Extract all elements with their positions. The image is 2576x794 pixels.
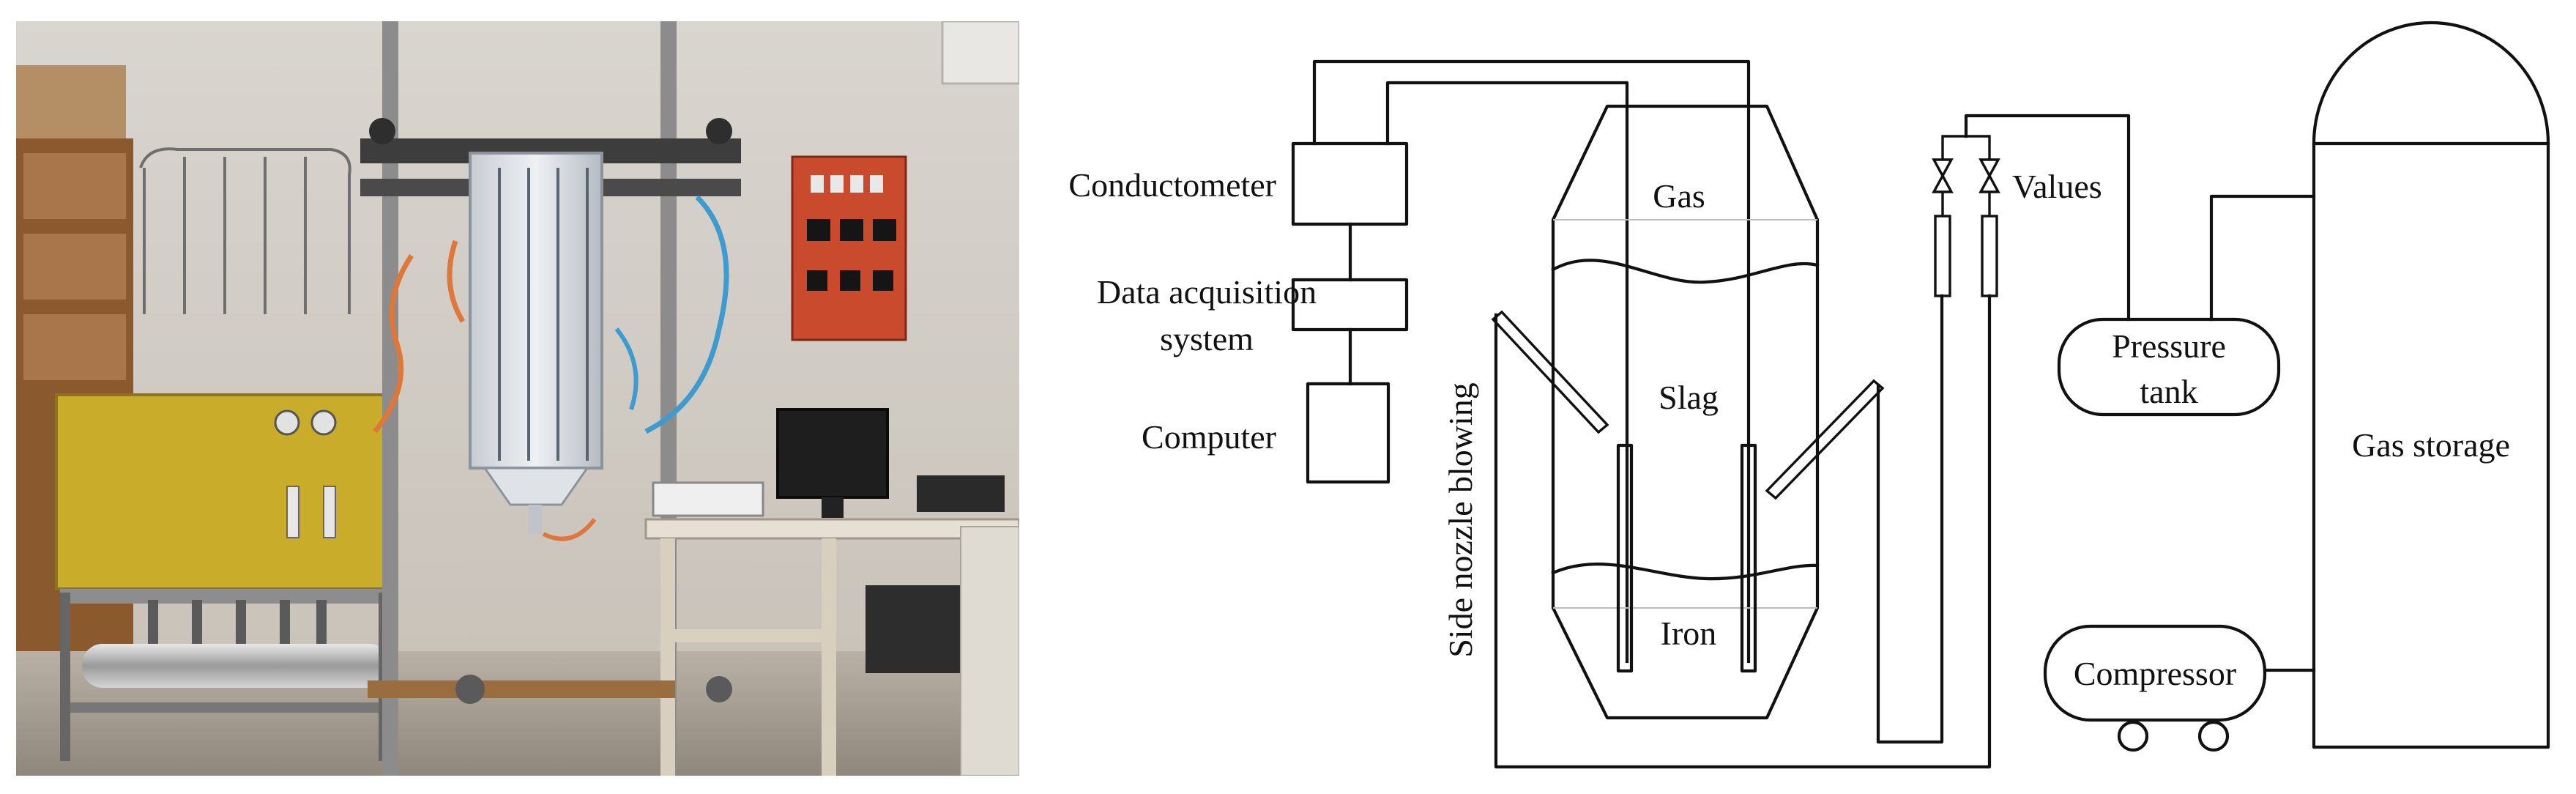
pressure-tank-label-line2: tank [2140, 373, 2197, 410]
valve-right [1978, 158, 2000, 193]
photo-reactor-cylinder [469, 152, 603, 470]
reactor-vessel [1551, 104, 1820, 720]
side-nozzle-left [1491, 310, 1609, 434]
photo-header-pipe [82, 644, 390, 688]
flowmeter-right [1981, 215, 1998, 297]
gas-label: Gas [1653, 177, 1705, 215]
electrode-left [1616, 443, 1634, 673]
compressor-label: Compressor [2074, 655, 2236, 692]
pipe-valves-pressure-tank [1964, 114, 2131, 322]
valve-manifold [1941, 135, 1991, 160]
pressure-tank [2057, 317, 2281, 417]
computer-box [1306, 382, 1391, 484]
photo-monitor [776, 408, 889, 499]
cable-conductometer-inner [1385, 81, 1629, 664]
compressor-wheel-right [2197, 720, 2230, 752]
apparatus-photo [16, 21, 1019, 776]
cable-conductometer-outer [1312, 59, 1751, 664]
side-nozzle-right [1765, 379, 1885, 500]
gas-storage-tank [2312, 21, 2550, 749]
photo-pole-left [382, 21, 398, 776]
slag-iron-interface [1551, 563, 1820, 581]
conductometer-label: Conductometer [1068, 166, 1276, 204]
side-nozzle-label: Side nozzle blowing [1442, 382, 1479, 658]
conductometer-box [1291, 141, 1409, 226]
computer-label: Computer [1142, 418, 1276, 456]
pipe-pressure-tank-storage [2209, 194, 2316, 322]
photo-wire-rack [139, 147, 351, 314]
flowmeter-left [1934, 215, 1951, 297]
gas-storage-label: Gas storage [2352, 426, 2510, 464]
compressor [2043, 624, 2267, 722]
pressure-tank-label-line1: Pressure [2112, 327, 2226, 365]
compressor-wheel-left [2117, 720, 2149, 752]
gas-slag-interface [1551, 259, 1820, 284]
data-acquisition-label-line1: Data acquisition [1097, 273, 1317, 311]
electrode-right [1740, 443, 1757, 673]
pipe-right-nozzle [1876, 294, 1944, 744]
iron-label: Iron [1661, 615, 1717, 652]
slag-label: Slag [1659, 379, 1719, 416]
values-label: Values [2012, 168, 2102, 205]
valve-left [1932, 158, 1954, 193]
pipe-left-nozzle [1494, 294, 1992, 769]
data-acquisition-label-line2: system [1160, 320, 1254, 357]
photo-wall-unit [941, 21, 1019, 85]
